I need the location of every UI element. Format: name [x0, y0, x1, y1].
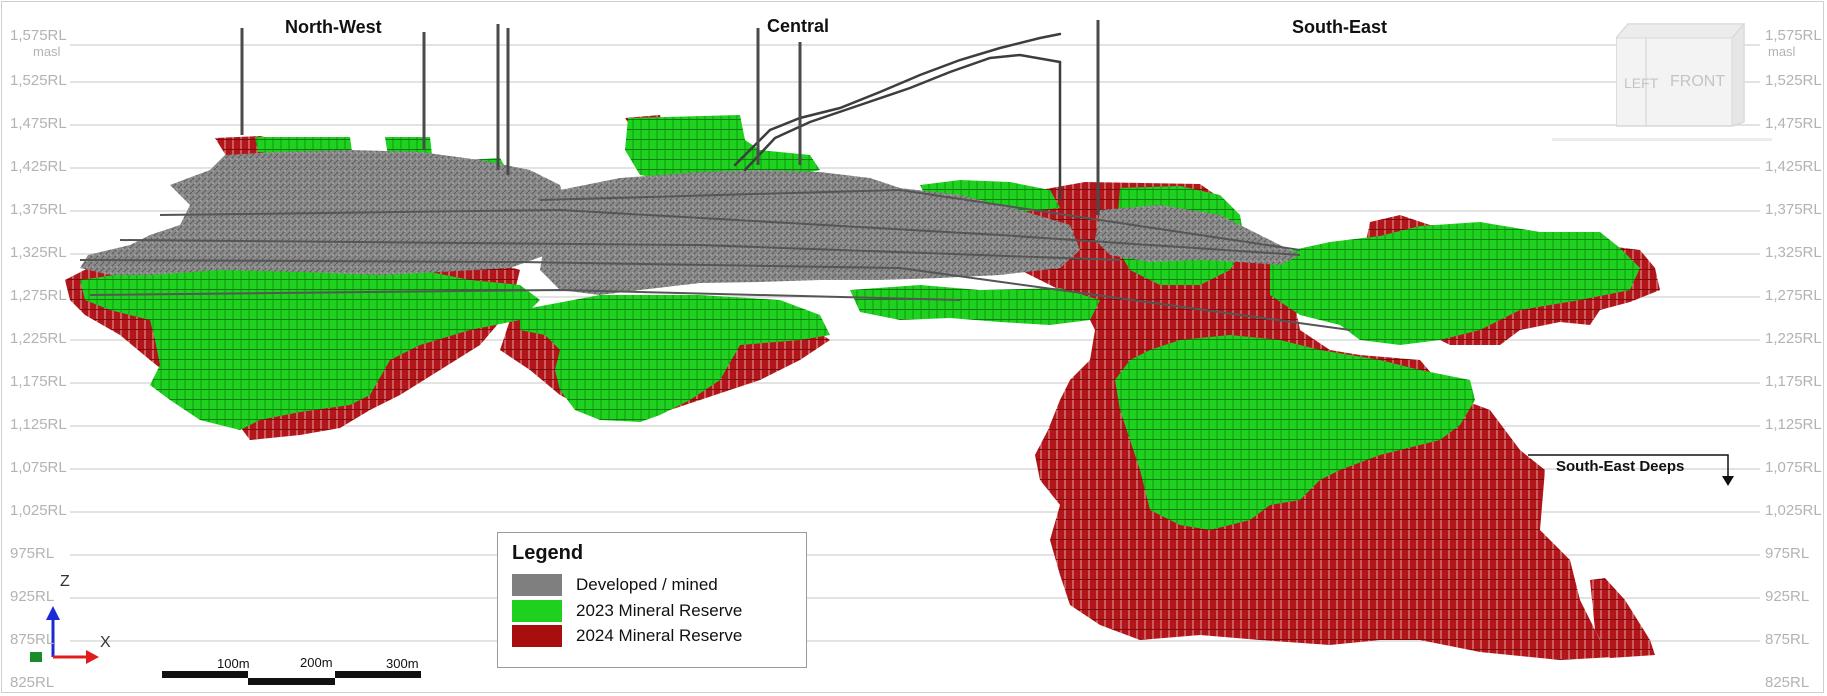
decline-central-ramp-lower — [743, 53, 1062, 172]
legend-label: Developed / mined — [576, 575, 718, 594]
rl-label: 1,075RL — [1765, 459, 1822, 476]
rl-label: 975RL — [1765, 545, 1810, 562]
rl-label: 1,325RL — [10, 244, 67, 261]
reserve-2023-central — [520, 295, 830, 422]
scale-bar — [162, 671, 421, 685]
zone-label-central: Central — [767, 16, 830, 36]
view-cube-left: LEFT — [1624, 75, 1659, 91]
rl-label: 1,025RL — [1765, 502, 1822, 519]
scale-bar-segment — [335, 671, 421, 678]
rl-label: 1,225RL — [10, 330, 67, 347]
axis-z-label: Z — [60, 573, 70, 590]
rl-label: 1,425RL — [1765, 158, 1822, 175]
scale-bar-segment — [248, 678, 335, 685]
zone-label-south-east-deeps: South-East Deeps — [1556, 458, 1685, 475]
axis-x-label: X — [100, 634, 111, 651]
rl-label: 1,525RL — [10, 72, 67, 89]
rl-label: 1,125RL — [1765, 416, 1822, 433]
unit-label: masl — [33, 44, 61, 59]
rl-label: 1,425RL — [10, 158, 67, 175]
rl-label: 1,375RL — [10, 201, 67, 218]
rl-label: 1,475RL — [1765, 115, 1822, 132]
rl-label: 1,275RL — [10, 287, 67, 304]
legend-swatch — [512, 600, 562, 622]
rl-label: 1,125RL — [10, 416, 67, 433]
view-cube-front: FRONT — [1670, 73, 1725, 90]
scale-bar-segment — [162, 671, 248, 678]
rl-label: 1,575RL — [10, 27, 67, 44]
drive-5 — [539, 188, 1301, 251]
south-east-deeps-arrow — [1528, 454, 1734, 486]
rl-label: 1,075RL — [10, 459, 67, 476]
reserve-2023-south-east-middle — [1115, 335, 1475, 530]
rl-label: 1,025RL — [10, 502, 67, 519]
legend-title: Legend — [512, 542, 584, 564]
reserve-2023-nw-top-right — [385, 137, 432, 156]
reserve-2023-north-west — [80, 268, 540, 430]
rl-label: 1,575RL — [1765, 27, 1822, 44]
reserve-2023-shapes — [80, 115, 1640, 530]
reserve-2023-central-top — [625, 115, 820, 182]
view-cube-base — [1552, 138, 1772, 141]
axes-triad — [30, 606, 99, 664]
drive-4 — [119, 239, 1121, 261]
rl-label: 1,275RL — [1765, 287, 1822, 304]
legend-swatch — [512, 574, 562, 596]
rl-label: 1,525RL — [1765, 72, 1822, 89]
scale-label-100m: 100m — [217, 656, 250, 671]
rl-label: 1,225RL — [1765, 330, 1822, 347]
rl-label: 925RL — [1765, 588, 1810, 605]
rl-label: 1,175RL — [10, 373, 67, 390]
legend: Legend Developed / mined 2023 Mineral Re… — [497, 532, 807, 668]
rl-label: 875RL — [1765, 631, 1810, 648]
view-cube[interactable]: LEFT FRONT — [1616, 20, 1746, 130]
legend-swatch — [512, 625, 562, 647]
unit-label: masl — [1768, 44, 1796, 59]
rl-label: 1,325RL — [1765, 244, 1822, 261]
decline-lines — [733, 32, 1062, 202]
zone-label-north-west: North-West — [285, 17, 382, 37]
legend-label: 2023 Mineral Reserve — [576, 601, 743, 620]
scale-label-200m: 200m — [300, 655, 333, 670]
drive-2 — [89, 288, 961, 301]
zone-label-south-east: South-East — [1292, 17, 1388, 37]
development-drives — [79, 188, 1351, 331]
rl-label: 1,175RL — [1765, 373, 1822, 390]
reserve-2024-south-east-tail — [1590, 578, 1655, 658]
rl-label: 925RL — [10, 588, 55, 605]
rl-label: 825RL — [1765, 674, 1810, 691]
rl-label: 975RL — [10, 545, 55, 562]
drive-1 — [79, 259, 1351, 331]
rl-label: 1,475RL — [10, 115, 67, 132]
legend-label: 2024 Mineral Reserve — [576, 626, 743, 645]
scale-label-300m: 300m — [386, 656, 419, 671]
drive-3 — [159, 208, 1301, 256]
shafts — [240, 20, 1100, 215]
rl-label: 825RL — [10, 674, 55, 691]
decline-central-ramp — [733, 32, 1062, 167]
rl-label: 875RL — [10, 631, 55, 648]
reserve-2023-central-east — [850, 285, 1100, 325]
rl-label: 1,375RL — [1765, 201, 1822, 218]
reserve-2023-south-east-upper — [1270, 222, 1640, 345]
